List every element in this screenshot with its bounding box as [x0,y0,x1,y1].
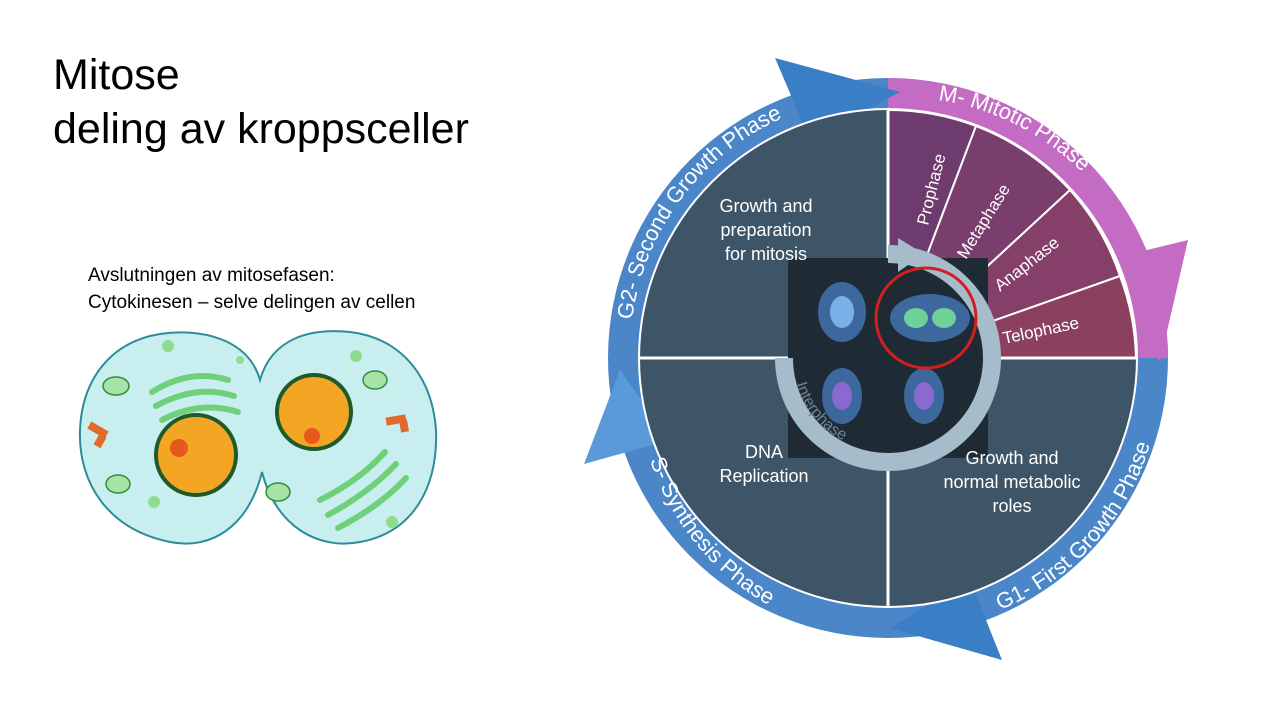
micrograph-cells [818,282,970,424]
cytokinesis-cell-illustration [78,330,438,545]
title-line-1: Mitose [53,51,180,99]
g2-quadrant-text: Growth and preparation for mitosis [719,196,812,264]
svg-text:Growth and: Growth and [965,448,1058,468]
left-golgi [149,373,241,423]
svg-text:preparation: preparation [720,220,811,240]
left-nucleus [154,413,238,497]
right-nucleolus [304,428,320,444]
slide-title: Mitose deling av kroppsceller [53,48,469,156]
s-quadrant-text: DNA Replication [719,442,808,486]
svg-text:normal metabolic: normal metabolic [943,472,1080,492]
svg-text:roles: roles [992,496,1031,516]
caption-line-2: Cytokinesen – selve delingen av cellen [88,292,416,313]
mitochondria [102,370,388,502]
arrowhead-s [584,370,670,464]
g1-quadrant-text: Growth and normal metabolic roles [943,448,1080,516]
interphase-arrowhead [898,238,924,272]
right-golgi [317,449,409,531]
left-nucleolus [170,439,188,457]
svg-text:for mitosis: for mitosis [725,244,807,264]
telophase-highlight-circle [874,266,978,370]
vesicles [148,340,398,528]
centrioles [87,414,409,449]
right-nucleus [275,373,353,451]
arrowhead-top [775,58,900,140]
svg-text:DNA: DNA [745,442,783,462]
arrowhead-g1 [890,580,1002,660]
cell-membrane [78,330,438,545]
svg-text:Replication: Replication [719,466,808,486]
svg-text:Growth and: Growth and [719,196,812,216]
caption: Avslutningen av mitosefasen: Cytokinesen… [88,262,415,316]
cell-cycle-diagram: G2- Second Growth Phase M- Mitotic Phase… [584,58,1188,660]
title-line-2: deling av kroppsceller [53,105,469,153]
caption-line-1: Avslutningen av mitosefasen: [88,265,335,286]
